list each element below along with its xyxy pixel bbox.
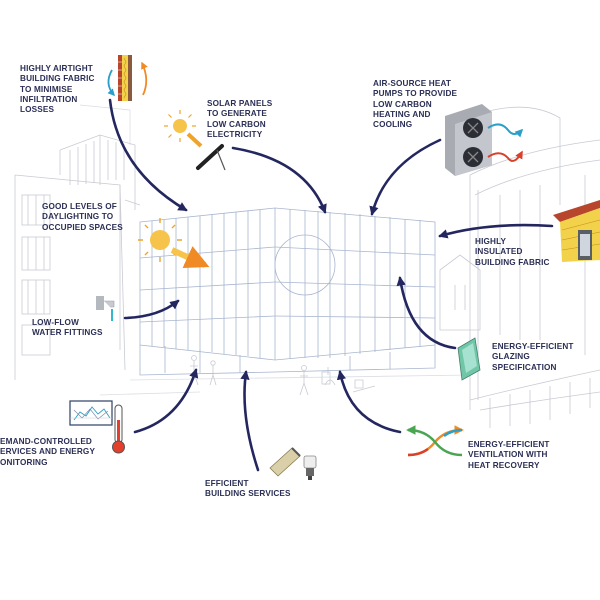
arrow-airtight — [108, 98, 188, 212]
daylight-sun-icon — [138, 218, 210, 268]
main-building — [139, 207, 436, 376]
arrow-glazing — [396, 276, 457, 350]
label-ventilation: ENERGY-EFFICIENT VENTILATION WITH HEAT R… — [468, 440, 550, 470]
thermometer-icon — [112, 404, 125, 454]
arrow-ventilation — [336, 370, 402, 434]
label-solar-panels: SOLAR PANELS TO GENERATE LOW CARBON ELEC… — [207, 99, 273, 139]
label-insulated-fabric: HIGHLY INSULATED BUILDING FABRIC — [475, 237, 550, 267]
sun-icon — [164, 110, 203, 148]
arrow-heat-pump — [369, 138, 442, 216]
label-glazing: ENERGY-EFFICIENT GLAZING SPECIFICATION — [492, 342, 574, 372]
tap-icon — [96, 296, 115, 321]
glazing-panel-icon — [457, 337, 481, 381]
connector-arrows — [108, 98, 554, 472]
arrow-insulated — [438, 223, 554, 239]
monitoring-chart-icon — [69, 400, 113, 426]
label-daylighting: GOOD LEVELS OF DAYLIGHTING TO OCCUPIED S… — [42, 202, 123, 232]
label-building-services: EFFICIENT BUILDING SERVICES — [205, 479, 291, 499]
background-sketch — [14, 104, 600, 428]
arrow-demand — [133, 368, 199, 434]
arrow-low-flow — [123, 299, 180, 320]
heat-pump-icon — [445, 104, 524, 176]
label-low-flow-water: LOW-FLOW WATER FITTINGS — [32, 318, 103, 338]
ventilation-arrows-icon — [406, 425, 464, 457]
arrow-solar — [231, 146, 327, 214]
wall-section-icon — [107, 55, 148, 101]
arrow-services — [240, 370, 260, 472]
label-airtight-fabric: HIGHLY AIRTIGHT BUILDING FABRIC TO MINIM… — [20, 64, 95, 115]
roof-insulation-icon — [553, 200, 600, 262]
label-demand-controlled: EMAND-CONTROLLED ERVICES AND ENERGY ONIT… — [0, 437, 96, 467]
solar-panel-icon — [196, 144, 226, 171]
led-bulb-icon — [269, 447, 317, 480]
label-heat-pumps: AIR-SOURCE HEAT PUMPS TO PROVIDE LOW CAR… — [373, 79, 458, 130]
